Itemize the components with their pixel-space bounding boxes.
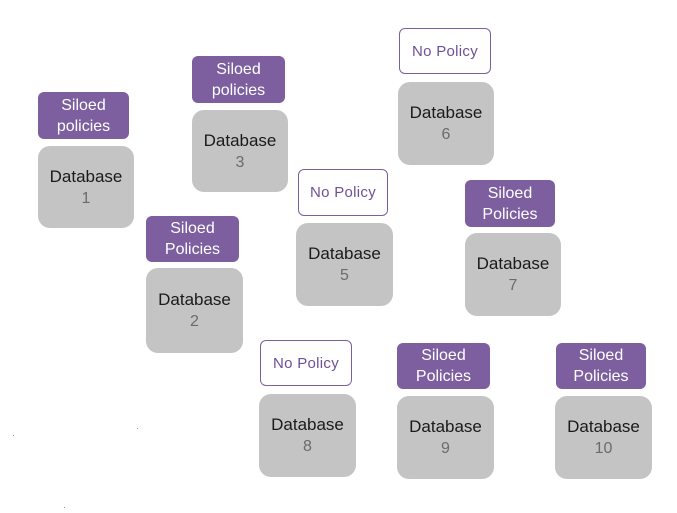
policy-label-2: Siloed Policies [146, 216, 239, 262]
database-label-10: Database [567, 417, 640, 436]
stray-dot [137, 428, 138, 429]
policy-text-2: Siloed Policies [164, 220, 221, 258]
database-label-2: Database [158, 290, 231, 309]
database-label-1: Database [49, 166, 123, 186]
database-label-9: Database [409, 417, 482, 436]
database-number-6: 6 [441, 126, 451, 143]
policy-label-5: No Policy [298, 169, 388, 216]
policy-text-6: No Policy [411, 42, 479, 60]
database-box-2: Database 2 [146, 268, 243, 353]
database-number-9: 9 [441, 440, 450, 457]
policy-label-9: Siloed Policies [397, 343, 490, 389]
policy-text-1: Siloed policies [56, 96, 111, 135]
policy-label-3: Siloed policies [192, 56, 285, 103]
policy-text-3: Siloed policies [211, 60, 266, 99]
policy-text-10: Siloed Policies [573, 347, 629, 385]
database-number-10: 10 [594, 440, 613, 457]
policy-text-9: Siloed Policies [415, 347, 472, 385]
stray-dot [64, 507, 65, 508]
database-box-1: Database 1 [38, 146, 134, 228]
database-label-7: Database [476, 254, 550, 273]
policy-label-6: No Policy [399, 28, 491, 74]
database-box-5: Database 5 [296, 223, 393, 306]
database-label-5: Database [308, 244, 381, 263]
database-label-8: Database [271, 415, 344, 434]
policy-label-8: No Policy [260, 340, 352, 386]
database-box-3: Database 3 [192, 110, 288, 192]
database-number-1: 1 [81, 189, 91, 207]
database-number-8: 8 [303, 438, 312, 455]
policy-text-8: No Policy [272, 354, 340, 372]
policy-text-7: Siloed Policies [482, 184, 538, 223]
database-number-2: 2 [190, 313, 199, 330]
policy-text-5: No Policy [309, 184, 377, 201]
policy-label-10: Siloed Policies [556, 343, 646, 389]
database-number-5: 5 [340, 267, 349, 284]
stray-dot [13, 435, 14, 436]
database-box-9: Database 9 [397, 396, 494, 479]
database-label-6: Database [409, 103, 483, 122]
database-box-10: Database 10 [555, 396, 652, 479]
database-number-7: 7 [508, 277, 518, 294]
database-label-3: Database [203, 130, 277, 150]
database-number-3: 3 [235, 153, 245, 171]
policy-label-1: Siloed policies [38, 92, 129, 139]
database-box-7: Database 7 [465, 233, 561, 316]
database-box-8: Database 8 [259, 394, 356, 477]
database-box-6: Database 6 [398, 82, 494, 165]
policy-label-7: Siloed Policies [465, 180, 555, 227]
